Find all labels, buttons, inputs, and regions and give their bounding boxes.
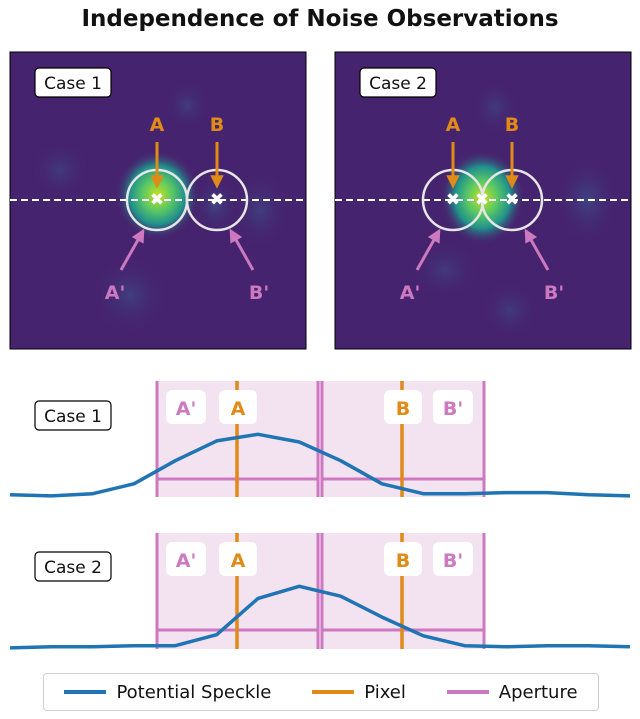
- svg-text:✖: ✖: [446, 190, 460, 210]
- heatmap-case2-ap-b-label: B': [544, 282, 564, 304]
- legend-item-pixel: Pixel: [312, 682, 406, 703]
- heatmap-case1-ap-b-label: B': [249, 282, 269, 304]
- heatmap-case2-ap-a-label: A': [400, 282, 421, 304]
- speckle-line: [9, 432, 631, 498]
- heatmap-case2-a-label: A: [446, 114, 461, 136]
- profile-case1-a-label: A: [231, 398, 246, 420]
- heatmap-panel-case2: ✖ ✖ ✖: [334, 51, 632, 350]
- figure-title: Independence of Noise Observations: [81, 6, 559, 32]
- heatmap-case1-b-label: B: [210, 114, 224, 136]
- legend-item-speckle: Potential Speckle: [64, 682, 271, 703]
- svg-text:✖: ✖: [505, 190, 519, 210]
- legend: Potential Speckle Pixel Aperture: [43, 673, 599, 711]
- legend-swatch-aperture: [446, 690, 489, 694]
- profile-plot-case1: Case 1 A' A B B': [9, 381, 631, 498]
- legend-swatch-pixel: [312, 690, 355, 694]
- profile-case1-label: Case 1: [44, 407, 102, 427]
- profile-case2-ap-b-label: B': [443, 550, 463, 572]
- speckle-curve-case2: [9, 584, 631, 650]
- profile-case2-b-label: B: [396, 550, 410, 572]
- legend-label-aperture: Aperture: [498, 681, 578, 703]
- legend-item-aperture: Aperture: [446, 681, 578, 703]
- speckle-line: [9, 584, 631, 650]
- svg-text:✖: ✖: [150, 190, 164, 210]
- profile-case1-ap-a-label: A': [176, 398, 197, 420]
- legend-label-speckle: Potential Speckle: [116, 681, 272, 703]
- profile-case2-a-label: A: [231, 550, 246, 572]
- legend-label-pixel: Pixel: [364, 681, 406, 703]
- profile-case1-b-label: B: [396, 398, 410, 420]
- heatmap-case2-b-label: B: [505, 114, 519, 136]
- svg-text:✖: ✖: [210, 190, 224, 210]
- legend-swatch-speckle: [64, 690, 107, 694]
- heatmap-case2-label: Case 2: [369, 74, 427, 94]
- heatmap-case1-a-label: A: [150, 114, 165, 136]
- profile-case2-label: Case 2: [44, 558, 102, 578]
- heatmap-panel-case1: ✖ ✖: [9, 51, 307, 350]
- svg-text:✖: ✖: [475, 190, 489, 210]
- heatmap-case1-ap-a-label: A': [105, 282, 126, 304]
- profile-plot-case2: Case 2 A' A B B': [9, 533, 631, 650]
- figure-canvas: ✖ ✖ ✖ ✖ ✖ Case 1 A B A' B' Case 2 A: [9, 51, 632, 650]
- profile-case2-ap-a-label: A': [176, 550, 197, 572]
- profile-case1-ap-b-label: B': [443, 398, 463, 420]
- heatmap-case1-label: Case 1: [44, 74, 102, 94]
- speckle-curve-case1: [9, 432, 631, 498]
